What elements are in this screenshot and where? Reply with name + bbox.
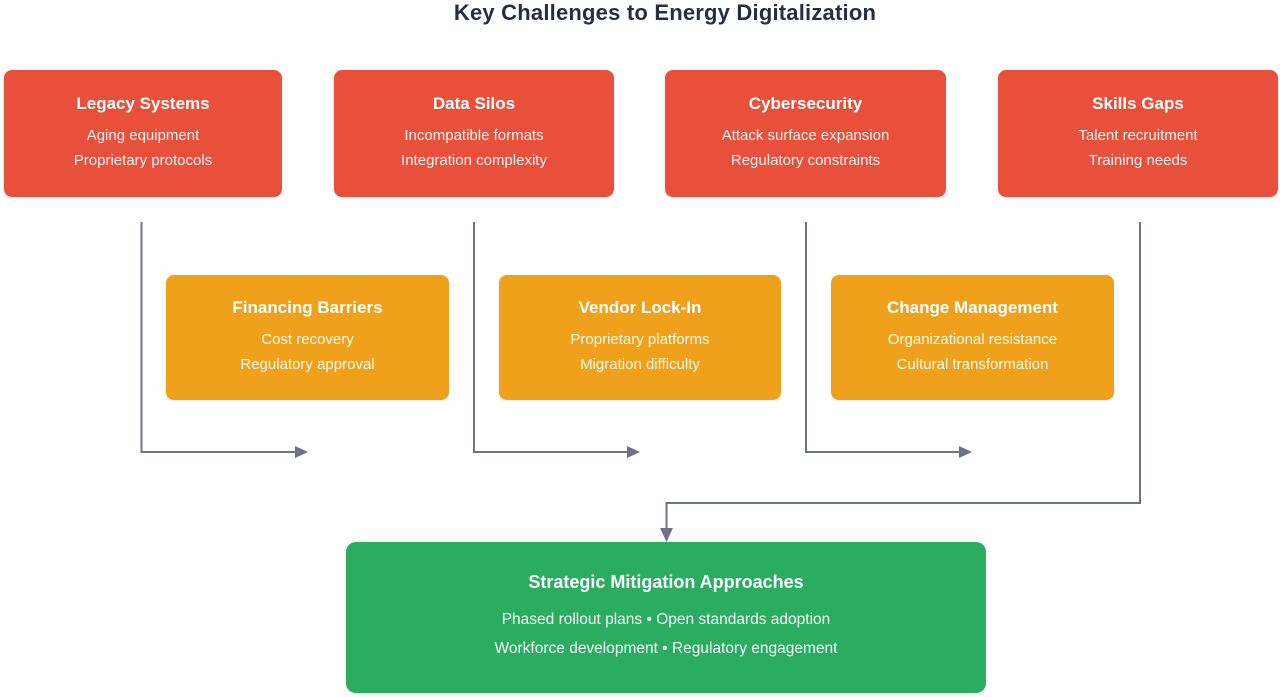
node-detail: Talent recruitment [1078, 127, 1198, 144]
node-detail: Migration difficulty [580, 356, 700, 373]
node-title: Legacy Systems [76, 94, 210, 113]
node-detail: Cost recovery [261, 331, 354, 348]
node-detail: Attack surface expansion [721, 127, 890, 144]
connector-skills-gaps-to-mitigation [660, 222, 1141, 542]
connector-legacy-systems [140, 222, 308, 458]
node-detail: Proprietary protocols [73, 152, 213, 169]
connector-cybersecurity [805, 222, 972, 458]
node-strategic-mitigation-approaches: Strategic Mitigation Approaches Phased r… [346, 542, 986, 693]
connector-data-silos [473, 222, 640, 458]
node-skills-gaps: Skills Gaps Talent recruitment Training … [998, 70, 1278, 197]
node-title: Cybersecurity [748, 94, 863, 113]
node-title: Skills Gaps [1092, 94, 1184, 113]
node-title: Vendor Lock-In [578, 298, 702, 317]
node-title: Change Management [887, 298, 1058, 317]
node-detail: Organizational resistance [887, 331, 1058, 348]
node-cybersecurity: Cybersecurity Attack surface expansion R… [665, 70, 946, 197]
node-data-silos: Data Silos Incompatible formats Integrat… [334, 70, 614, 197]
node-detail: Training needs [1088, 152, 1188, 169]
node-detail: Incompatible formats [404, 127, 544, 144]
node-detail: Integration complexity [401, 152, 547, 169]
node-detail: Workforce development • Regulatory engag… [494, 640, 838, 657]
node-detail: Aging equipment [86, 127, 200, 144]
node-change-management: Change Management Organizational resista… [831, 275, 1114, 400]
node-detail: Cultural transformation [896, 356, 1049, 373]
node-detail: Proprietary platforms [570, 331, 710, 348]
node-legacy-systems: Legacy Systems Aging equipment Proprieta… [4, 70, 282, 197]
node-detail: Regulatory approval [240, 356, 375, 373]
node-financing-barriers: Financing Barriers Cost recovery Regulat… [166, 275, 449, 400]
diagram-title: Key Challenges to Energy Digitalization [453, 0, 877, 25]
node-detail: Phased rollout plans • Open standards ad… [501, 611, 831, 628]
node-title: Data Silos [432, 94, 516, 113]
node-title: Financing Barriers [232, 298, 383, 317]
node-title: Strategic Mitigation Approaches [528, 572, 804, 592]
node-vendor-lock-in: Vendor Lock-In Proprietary platforms Mig… [499, 275, 781, 400]
node-detail: Regulatory constraints [730, 152, 881, 169]
